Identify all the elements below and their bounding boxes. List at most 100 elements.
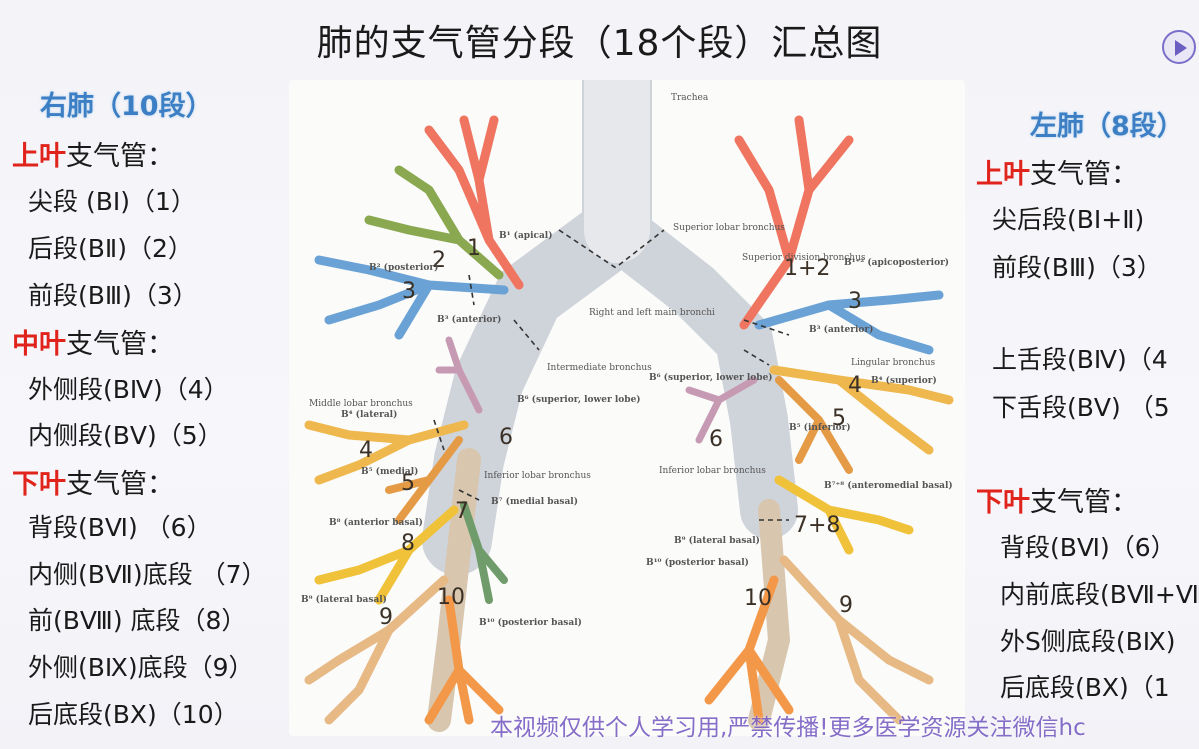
segment-item: 上舌段(BⅣ)（4 <box>992 345 1168 374</box>
left-anterior-branches <box>754 290 944 355</box>
diagram-label: B² (posterior) <box>369 262 438 273</box>
diagram-label: Intermediate bronchus <box>547 363 652 373</box>
segment-number: 6 <box>709 427 723 452</box>
left-superior-lingular-branches <box>769 365 954 455</box>
segment-number: 7 <box>455 499 469 524</box>
segment-number: 8 <box>401 531 415 556</box>
diagram-label: Middle lobar bronchus <box>309 399 413 409</box>
diagram-label: Lingular bronchus <box>851 358 936 368</box>
segment-number: 9 <box>379 605 393 630</box>
segment-item: 前段(BⅢ)（3） <box>28 281 198 310</box>
page-title: 肺的支气管分段（18个段）汇总图 <box>316 23 883 64</box>
segment-number: 10 <box>744 586 772 611</box>
segment-number: 2 <box>432 248 446 273</box>
segment-item: 背段(BⅥ) （6） <box>28 513 212 542</box>
right-lateral-branches <box>304 420 469 485</box>
right-intermediate-boundary <box>513 319 540 351</box>
diagram-label: Superior lobar bronchus <box>673 223 785 233</box>
right-medial-branches <box>385 436 463 524</box>
segment-number: 7+8 <box>794 513 840 538</box>
left-lateral-basal-branches <box>779 555 934 725</box>
lobe-name: 中叶 <box>12 329 66 360</box>
diagram-label: B³ (anterior) <box>437 314 501 325</box>
left-lung-heading: 左肺（8段） <box>1030 104 1184 143</box>
lobe-suffix: 支气管： <box>66 469 174 500</box>
right-lung-heading: 右肺（10段） <box>40 84 213 123</box>
segment-number: 3 <box>848 289 862 314</box>
right-lower-lobe: 下叶支气管： <box>12 462 174 501</box>
right-lateral-basal-branches <box>304 575 449 725</box>
segment-item: 内前底段(BⅦ+Ⅷ <box>1000 580 1199 609</box>
left-posterior-basal-branches <box>704 575 794 725</box>
diagram-label: B¹⁰ (posterior basal) <box>646 557 749 568</box>
segment-item: 背段(BⅥ)（6） <box>1000 533 1176 562</box>
segment-item: 下舌段(BⅤ) （5 <box>992 393 1170 422</box>
right-apical-branches <box>424 115 524 290</box>
lobe-name: 下叶 <box>12 469 66 500</box>
diagram-label: Right and left main bronchi <box>589 308 715 318</box>
lobe-suffix: 支气管： <box>1030 159 1138 190</box>
diagram-label: Superior division bronchus <box>742 253 866 263</box>
segment-number: 3 <box>402 279 416 304</box>
segment-number: 1 <box>467 236 481 261</box>
segment-number: 4 <box>848 373 862 398</box>
segment-item: 前段(BⅢ)（3） <box>992 253 1162 282</box>
left-lung-title: 左肺（8段） <box>1030 111 1184 142</box>
lobe-suffix: 支气管： <box>66 141 174 172</box>
left-upper-boundary <box>743 319 790 366</box>
right-posterior-branches <box>364 165 504 280</box>
bifurcation-boundary <box>558 229 665 271</box>
right-posterior-basal-branches <box>424 595 504 725</box>
bronchial-tree-svg: 1 2 3 4 5 6 7 8 9 10 1+2 3 4 5 6 7+8 9 1… <box>301 80 954 732</box>
left-lower-trunk <box>748 499 791 731</box>
segment-item: 后段(BⅡ)（2） <box>28 234 193 263</box>
diagram-label: B⁵ (medial) <box>361 466 418 477</box>
left-upper-lobe: 上叶支气管： <box>976 152 1138 191</box>
segment-item: 外侧段(BⅣ)（4） <box>28 375 229 404</box>
segment-number: 9 <box>839 593 853 618</box>
diagram-label: B³ (anterior) <box>809 324 873 335</box>
diagram-label: B¹⁺² (apicoposterior) <box>844 257 949 268</box>
segment-item: 内侧(BⅦ)底段 （7） <box>28 560 267 589</box>
right-anterior-branches <box>314 255 509 340</box>
segment-item: 前(BⅧ) 底段（8） <box>28 606 247 635</box>
segment-item: 外S侧底段(BⅨ) <box>1000 627 1176 656</box>
diagram-label: B⁶ (superior, lower lobe) <box>649 372 773 383</box>
lobe-name: 下叶 <box>976 487 1030 518</box>
segment-number: 1+2 <box>784 256 830 281</box>
diagram-label: B⁷⁺⁸ (anteromedial basal) <box>824 480 953 491</box>
diagram-label: Inferior lobar bronchus <box>659 466 766 476</box>
segment-item: 后底段(BⅩ)（10） <box>28 700 239 729</box>
diagram-label: B⁸ (anterior basal) <box>329 517 423 528</box>
diagram-label: B⁵ (inferior) <box>789 422 851 433</box>
diagram-label: Trachea <box>671 93 709 103</box>
diagram-label: B⁴ (lateral) <box>341 409 397 420</box>
segment-item: 内侧段(BⅤ)（5） <box>28 421 223 450</box>
right-medial-basal-branches <box>460 501 508 604</box>
segment-number: 4 <box>359 438 373 463</box>
right-lower-boundary <box>458 489 480 501</box>
diagram-label: B⁹ (lateral basal) <box>674 535 760 546</box>
segment-item: 后底段(BⅩ)（1 <box>1000 673 1170 702</box>
right-superior-lower-branches <box>435 336 483 414</box>
right-lung-title: 右肺（10段） <box>40 91 213 122</box>
lobe-suffix: 支气管： <box>1030 487 1138 518</box>
left-inferior-lingular-branches <box>775 376 853 474</box>
diagram-label: B⁴ (superior) <box>871 375 937 386</box>
segment-item: 外侧(BⅨ)底段（9） <box>28 653 254 682</box>
play-icon[interactable] <box>1162 30 1196 64</box>
left-lower-lobe: 下叶支气管： <box>976 480 1138 519</box>
segment-item: 尖段 (BⅠ)（1） <box>28 187 196 216</box>
diagram-label: B¹ (apical) <box>499 230 552 241</box>
segment-number: 10 <box>437 585 465 610</box>
watermark: 本视频仅供个人学习用,严禁传播!更多医学资源关注微信hc <box>490 715 1086 741</box>
lobe-name: 上叶 <box>12 141 66 172</box>
diagram-label: B⁶ (superior, lower lobe) <box>517 394 641 405</box>
lobe-suffix: 支气管： <box>66 329 174 360</box>
left-apicoposterior-branches <box>734 115 854 330</box>
segment-item: 尖后段(BⅠ+Ⅱ) <box>992 205 1145 234</box>
lobe-name: 上叶 <box>976 159 1030 190</box>
diagram-label: B¹⁰ (posterior basal) <box>479 617 582 628</box>
segment-number: 5 <box>401 471 415 496</box>
diagram-label: B⁷ (medial basal) <box>491 496 578 507</box>
